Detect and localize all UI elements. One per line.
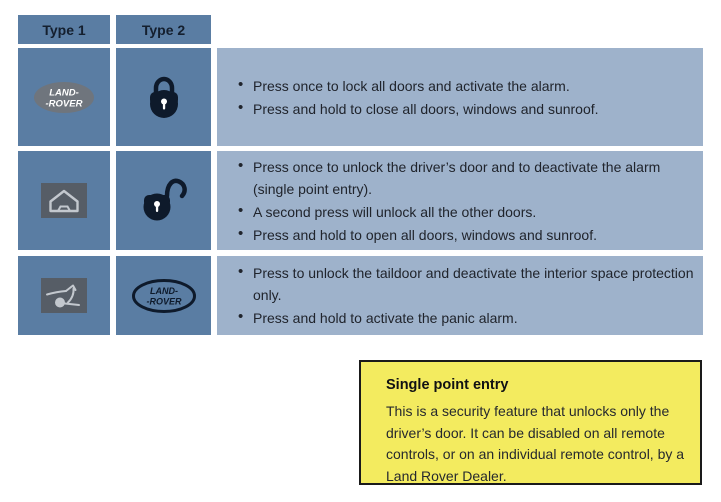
bullet-item: A second press will unlock all the other… — [237, 200, 698, 223]
logo-text-bottom: -ROVER — [46, 98, 83, 109]
row3-type1-cell — [18, 256, 110, 335]
row2-type1-cell — [18, 151, 110, 250]
taildoor-button-icon — [41, 278, 87, 313]
logo-text-top: LAND- — [49, 87, 79, 98]
bullet-item: Press and hold to open all doors, window… — [237, 223, 698, 246]
row2-type2-cell — [116, 151, 211, 250]
row3-description-cell: Press to unlock the taildoor and deactiv… — [217, 256, 703, 335]
logo-text-bottom: -ROVER — [146, 296, 182, 306]
logo-text-top: LAND- — [150, 286, 178, 296]
row1-description-cell: Press once to lock all doors and activat… — [217, 48, 703, 146]
land-rover-logo-outline-icon: LAND- -ROVER — [131, 278, 196, 313]
column-header-label: Type 1 — [42, 21, 86, 38]
column-header-type1: Type 1 — [18, 15, 110, 44]
bullet-item: Press and hold to close all doors, windo… — [237, 97, 599, 120]
note-title: Single point entry — [386, 377, 509, 393]
bullet-item: Press once to unlock the driver’s door a… — [237, 155, 698, 200]
note-box: Single point entry This is a security fe… — [359, 360, 702, 485]
column-header-label: Type 2 — [141, 21, 186, 38]
unlock-home-button-icon — [41, 183, 87, 218]
land-rover-logo-filled-icon: LAND- -ROVER — [34, 81, 94, 113]
home-icon — [49, 189, 79, 212]
bullet-item: Press to unlock the taildoor and deactiv… — [237, 261, 698, 306]
row2-description-cell: Press once to unlock the driver’s door a… — [217, 151, 703, 250]
column-header-type2: Type 2 — [116, 15, 211, 44]
bullet-list: Press to unlock the taildoor and deactiv… — [217, 261, 703, 330]
taildoor-open-icon — [46, 284, 80, 307]
row3-type2-cell: LAND- -ROVER — [116, 256, 211, 335]
bullet-item: Press and hold to activate the panic ala… — [237, 306, 698, 329]
row1-type2-cell — [116, 48, 211, 146]
bullet-item: Press once to lock all doors and activat… — [237, 74, 599, 97]
padlock-closed-icon — [149, 76, 178, 118]
note-body: This is a security feature that unlocks … — [386, 403, 685, 484]
bullet-list: Press once to lock all doors and activat… — [217, 74, 604, 121]
padlock-open-icon — [143, 178, 187, 220]
bullet-list: Press once to unlock the driver’s door a… — [217, 155, 703, 247]
row1-type1-cell: LAND- -ROVER — [18, 48, 110, 146]
